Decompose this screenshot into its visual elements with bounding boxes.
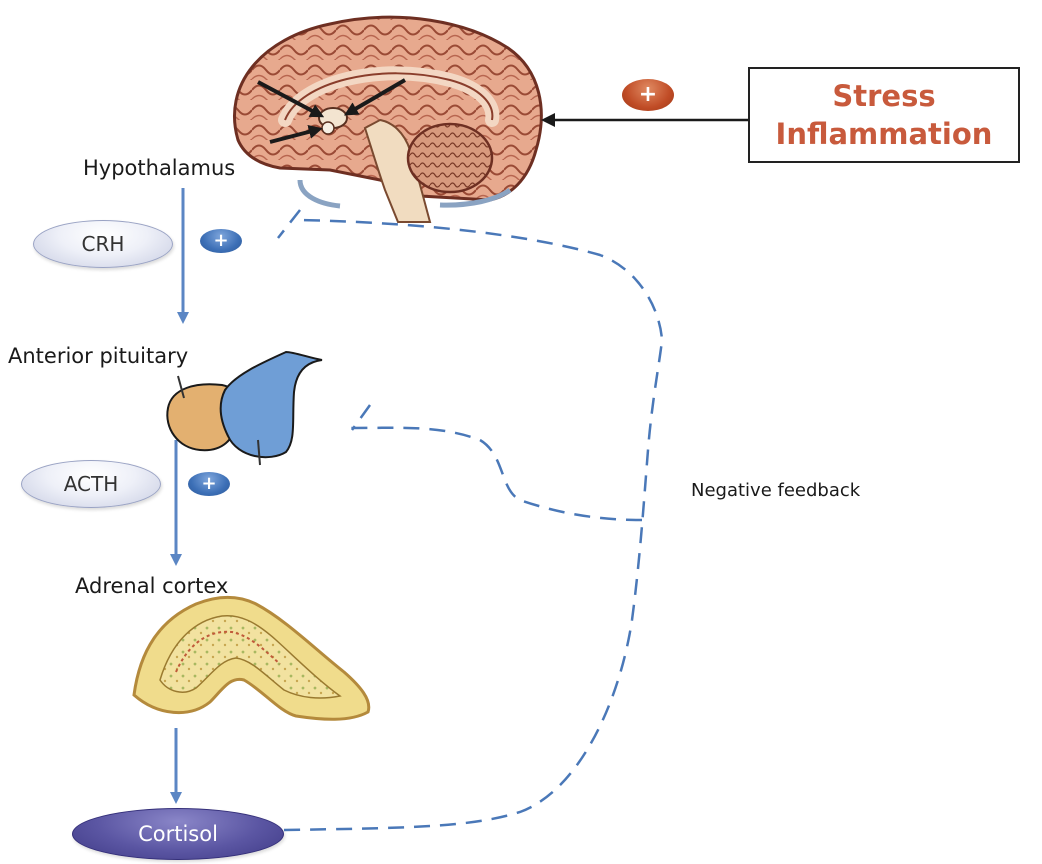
anterior-pituitary-label: Anterior pituitary [8,344,188,368]
acth-pill: ACTH [21,460,161,508]
negative-feedback-label: Negative feedback [691,480,860,501]
cerebellum [408,124,492,192]
adrenal-illustration [134,597,369,719]
hypothalamus-label: Hypothalamus [83,156,235,180]
inflammation-label: Inflammation [776,115,993,153]
cortisol-pill: Cortisol [72,808,284,860]
stress-inflammation-box: Stress Inflammation [748,67,1020,163]
negative-feedback-lines [278,210,662,830]
brain-illustration [234,17,541,222]
acth-positive-icon: + [188,472,230,496]
crh-positive-icon: + [200,229,242,253]
stress-label: Stress [832,77,935,115]
stress-positive-icon: + [622,79,674,111]
crh-pill: CRH [33,220,173,268]
pituitary-illustration [167,352,322,465]
adrenal-cortex-label: Adrenal cortex [75,574,228,598]
